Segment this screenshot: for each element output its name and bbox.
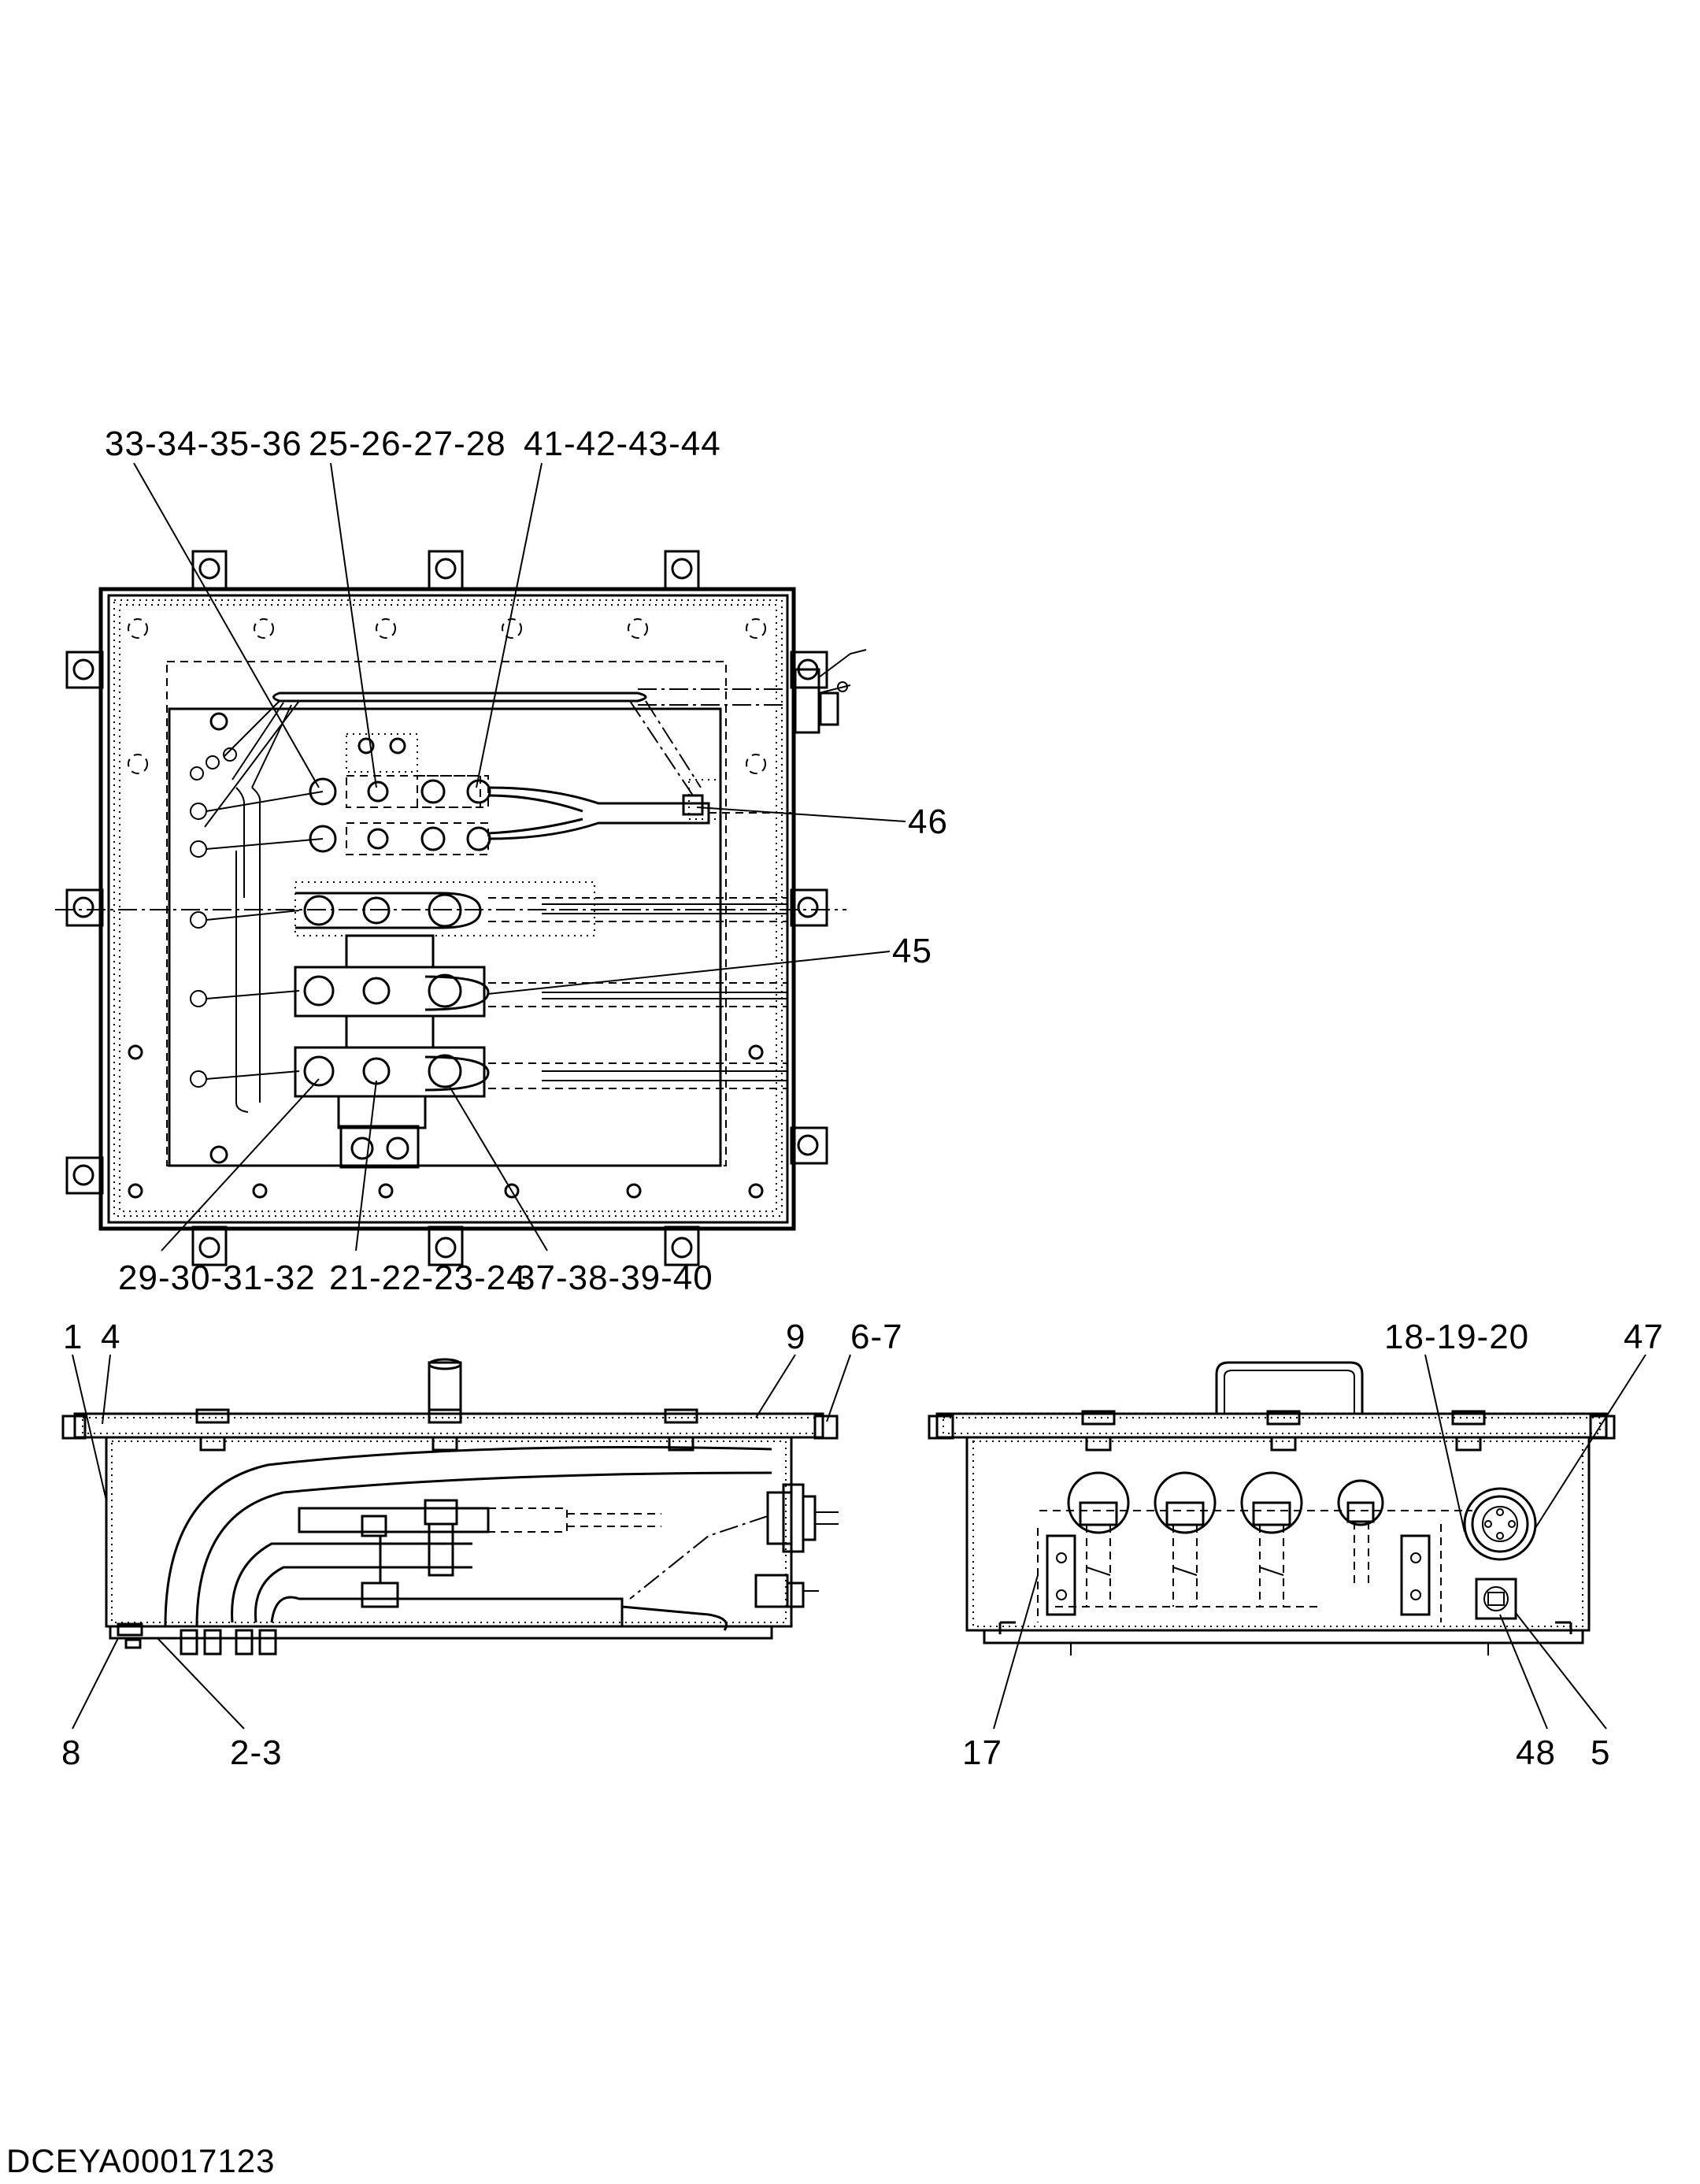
terminal-block-upper: [309, 733, 491, 855]
front-gland-fittings: [1039, 1471, 1472, 1607]
top-view-leaders: [133, 462, 906, 1251]
mounting-tabs-top: [65, 550, 828, 1266]
drawing-code: DCEYA00017123: [6, 2142, 275, 2179]
callout-29-32: 29-30-31-32: [118, 1259, 316, 1297]
callout-5: 5: [1591, 1733, 1610, 1772]
callout-2-3: 2-3: [230, 1733, 283, 1772]
callout-46: 46: [908, 803, 948, 841]
callout-25-28: 25-26-27-28: [309, 425, 506, 463]
side-bottom-bolts: [117, 1622, 277, 1656]
side-view: [61, 1354, 851, 1730]
main-cable: [487, 779, 791, 840]
side-gland-connector: [629, 1483, 839, 1608]
callout-21-24: 21-22-23-24: [329, 1259, 527, 1297]
callout-37-40: 37-38-39-40: [516, 1259, 713, 1297]
front-view: [928, 1354, 1646, 1730]
harness-bundle: [204, 649, 867, 828]
top-view: [55, 462, 906, 1266]
square-connector: [1475, 1578, 1517, 1620]
callout-8: 8: [61, 1733, 81, 1772]
front-view-leaders: [993, 1354, 1646, 1730]
callout-48: 48: [1516, 1733, 1556, 1772]
callout-4: 4: [101, 1318, 120, 1356]
callout-labels: 33-34-35-36 25-26-27-28 41-42-43-44 46 4…: [6, 425, 1664, 2179]
callout-9: 9: [786, 1318, 806, 1356]
side-view-leaders: [72, 1354, 851, 1730]
callout-17: 17: [962, 1733, 1002, 1772]
front-lid-bolts: [928, 1410, 1616, 1452]
bus-bars: [190, 851, 787, 1169]
callout-47: 47: [1624, 1318, 1664, 1356]
round-connector: [1463, 1487, 1537, 1561]
side-vent: [428, 1358, 462, 1415]
carry-handle: [1215, 1361, 1364, 1414]
callout-18-20: 18-19-20: [1384, 1318, 1529, 1356]
callout-6-7: 6-7: [850, 1318, 903, 1356]
callout-1: 1: [63, 1318, 83, 1356]
box-gasket: [113, 599, 783, 1217]
callout-41-44: 41-42-43-44: [524, 425, 721, 463]
ring-terminals-left: [190, 747, 324, 898]
callout-33-36: 33-34-35-36: [105, 425, 302, 463]
panel-holes: [128, 618, 766, 1199]
side-lid-bolts: [61, 1408, 839, 1452]
callout-45: 45: [892, 932, 932, 970]
